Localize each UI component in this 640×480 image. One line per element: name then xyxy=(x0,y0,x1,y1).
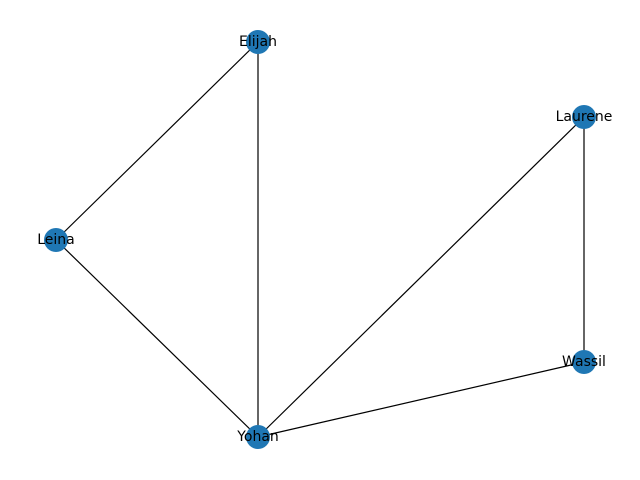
node-wassil xyxy=(572,350,596,374)
edge-wassil-yohan xyxy=(257,361,585,438)
node-label-yohan: Yohan xyxy=(236,429,279,445)
node-label-elijah: Elijah xyxy=(239,34,277,50)
node-yohan xyxy=(246,425,270,449)
node-label-laurene: Laurene xyxy=(556,109,613,125)
node-label-leina: Leina xyxy=(37,232,75,248)
edge-laurene-yohan xyxy=(257,116,585,438)
node-elijah xyxy=(246,30,270,54)
edges-layer xyxy=(55,41,585,438)
edge-elijah-leina xyxy=(55,41,259,241)
node-label-wassil: Wassil xyxy=(562,354,606,370)
nodes-layer xyxy=(44,30,596,449)
node-laurene xyxy=(572,105,596,129)
edge-leina-yohan xyxy=(55,239,259,438)
node-leina xyxy=(44,228,68,252)
